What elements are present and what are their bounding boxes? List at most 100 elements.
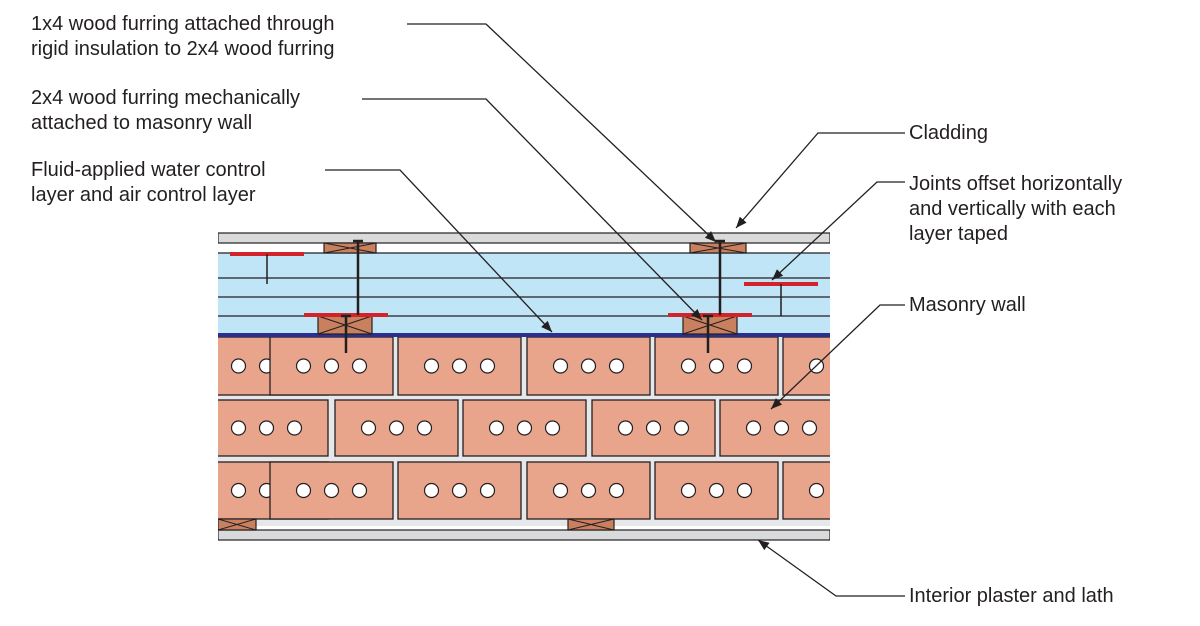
label-2x4-wood-furring: 2x4 wood furring mechanically attached t… [31,86,300,136]
brick-core [866,359,880,373]
arrowhead [736,216,747,228]
wood-furring-2x4-hatch [682,315,738,335]
leader-joints-offset [771,181,905,281]
brick-core [736,358,753,374]
label-line: Masonry wall [909,294,1026,316]
brick-core [838,359,852,373]
brick-core [230,420,247,436]
brick-core [552,358,569,374]
brick [782,336,830,396]
brick-core [286,420,303,436]
leader-masonry-wall [770,304,905,410]
brick-core [416,420,433,436]
arrowhead [758,540,770,551]
brick-core [423,482,440,499]
arrowhead [771,398,783,409]
brick-core [258,420,275,436]
brick-core [866,484,880,498]
brick-core [708,358,725,374]
arrowhead [691,308,702,320]
leader-cladding [735,132,905,229]
brick [782,461,830,520]
brick-core [516,420,533,436]
brick-core [323,482,340,499]
brick-core [773,420,790,436]
brick-core [608,482,625,499]
brick-core [838,484,852,498]
brick-core [673,420,690,436]
brick-core [617,420,634,436]
label-cladding: Cladding [909,121,988,146]
leader-fluid-applied [325,169,553,333]
label-line: Cladding [909,122,988,144]
brick-core [708,482,725,499]
brick [654,461,779,520]
brick-core [645,420,662,436]
arrowhead [772,269,784,280]
wood-furring-1x4-hatch [689,242,747,254]
brick-core [680,482,697,499]
label-line: Interior plaster and lath [909,585,1114,607]
arrowhead [541,320,552,332]
arrowhead [704,231,716,242]
label-1x4-wood-furring: 1x4 wood furring attached through rigid … [31,12,335,62]
cladding [218,232,830,244]
brick-core [388,420,405,436]
label-line: rigid insulation to 2x4 wood furring [31,38,335,60]
leader-2x4-furring [362,98,703,321]
label-interior-plaster: Interior plaster and lath [909,584,1114,609]
label-line: and vertically with each [909,198,1116,220]
fluid-applied-membrane [218,333,830,337]
masonry-wall [218,336,880,526]
leader-1x4-furring [407,23,717,243]
brick-core [680,358,697,374]
brick-core [736,482,753,499]
plaster-board [218,529,830,541]
brick-core [230,358,247,374]
brick-core [580,358,597,374]
brick-core [451,358,468,374]
brick-core [808,482,825,499]
brick-core [351,482,368,499]
brick-core [295,482,312,499]
brick-core [488,420,505,436]
label-masonry-wall: Masonry wall [909,293,1026,318]
brick-core [479,482,496,499]
fasteners [341,239,725,353]
brick-core [230,482,247,499]
brick-core [745,420,762,436]
label-line: layer taped [909,223,1008,245]
brick-core [295,358,312,374]
brick-core [580,482,597,499]
cladding-board [218,232,830,244]
brick-core [479,358,496,374]
brick-core [451,482,468,499]
brick-core [423,358,440,374]
label-fluid-applied-layer: Fluid-applied water control layer and ai… [31,158,266,208]
interior-plaster-and-lath [218,529,830,541]
label-line: Joints offset horizontally [909,173,1123,195]
brick-core [608,358,625,374]
brick-core [323,358,340,374]
brick-core [552,482,569,499]
fluid-applied-line [218,333,830,337]
label-joints-offset: Joints offset horizontally and verticall… [909,172,1122,247]
wood-furring [218,242,747,531]
label-line: attached to masonry wall [31,112,253,134]
leader-interior-plaster [757,539,905,597]
label-line: Fluid-applied water control [31,159,266,181]
interior-wood-furring-hatch [567,518,615,531]
label-line: 2x4 wood furring mechanically [31,87,301,109]
leader-lines [325,23,905,597]
insulation-fill [218,253,830,336]
brick-core [544,420,561,436]
rigid-insulation-layers [218,252,830,336]
label-line: layer and air control layer [31,184,256,206]
interior-wood-furring-hatch [218,518,257,531]
brick-core [360,420,377,436]
label-line: 1x4 wood furring attached through [31,13,335,35]
brick-core [351,358,368,374]
brick-core [801,420,818,436]
